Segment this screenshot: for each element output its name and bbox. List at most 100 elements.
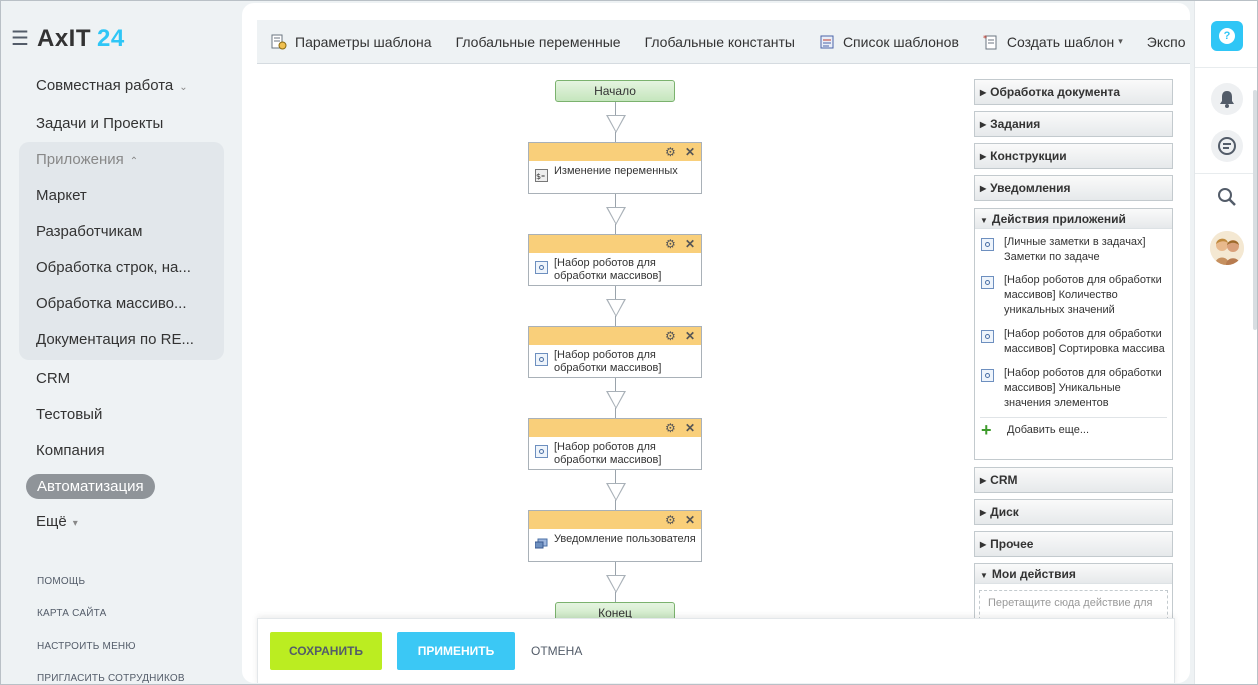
workflow-block[interactable]: ⚙ ✕ [Набор роботов для обработки массиво… (528, 326, 702, 378)
menu-burger-icon[interactable]: ☰ (11, 28, 29, 50)
nav-item-developers[interactable]: Разработчикам (36, 223, 143, 240)
connector-line (615, 500, 616, 510)
section-document-processing[interactable]: ▶Обработка документа (974, 79, 1173, 105)
app-action-icon (535, 261, 548, 274)
block-header: ⚙ ✕ (529, 143, 701, 161)
action-item[interactable]: [Набор роботов для обработки массивов] У… (981, 366, 1169, 411)
action-item[interactable]: [Набор роботов для обработки массивов] К… (981, 273, 1169, 318)
chevron-up-icon: ⌃ (129, 156, 139, 167)
connector-line (615, 408, 616, 418)
nav-item-array-processing[interactable]: Обработка массиво... (36, 295, 187, 312)
global-constants-button[interactable]: Глобальные константы (644, 33, 795, 50)
action-item[interactable]: [Набор роботов для обработки массивов] С… (981, 327, 1169, 357)
nav-item-applications[interactable]: Приложения⌃ (36, 151, 139, 168)
template-settings-icon (271, 34, 287, 50)
plus-icon: + (981, 420, 992, 440)
chat-button[interactable] (1211, 130, 1243, 162)
app-action-icon (981, 330, 994, 343)
section-crm[interactable]: ▶CRM (974, 467, 1173, 493)
template-settings-button[interactable]: Параметры шаблона (271, 34, 432, 50)
triangle-right-icon: ▶ (980, 508, 987, 517)
right-rail: ? (1194, 1, 1257, 684)
block-close-icon[interactable]: ✕ (685, 421, 696, 435)
block-title: Изменение переменных (554, 165, 678, 177)
global-variables-button[interactable]: Глобальные переменные (455, 33, 621, 50)
section-tasks[interactable]: ▶Задания (974, 111, 1173, 137)
template-list-button[interactable]: Список шаблонов (819, 34, 959, 50)
nav-item-automation[interactable]: Автоматизация (26, 474, 155, 499)
triangle-down-icon: ▼ (980, 571, 988, 580)
my-actions-drop-zone[interactable]: Перетащите сюда действие для (979, 590, 1168, 620)
link-sitemap[interactable]: КАРТА САЙТА (37, 608, 107, 619)
triangle-right-icon: ▶ (980, 152, 987, 161)
app-action-icon (981, 369, 994, 382)
workflow-diagram: Начало ⚙ ✕ $= Изменение переменных ⚙ ✕ (257, 65, 972, 624)
scrollbar[interactable] (1253, 90, 1257, 330)
block-close-icon[interactable]: ✕ (685, 329, 696, 343)
link-configure-menu[interactable]: НАСТРОИТЬ МЕНЮ (37, 641, 136, 652)
workflow-block[interactable]: ⚙ ✕ Уведомление пользователя (528, 510, 702, 562)
block-close-icon[interactable]: ✕ (685, 237, 696, 251)
notifications-button[interactable] (1211, 83, 1243, 115)
action-item[interactable]: [Личные заметки в задачах] Заметки по за… (981, 235, 1169, 265)
nav-item-documentation[interactable]: Документация по RE... (36, 331, 194, 348)
section-my-actions-header[interactable]: ▼Мои действия (975, 564, 1172, 584)
section-other[interactable]: ▶Прочее (974, 531, 1173, 557)
cancel-button[interactable]: ОТМЕНА (531, 644, 583, 658)
create-template-button[interactable]: * Создать шаблон▾ (982, 33, 1123, 50)
nav-item-collaboration[interactable]: Совместная работа⌄ (36, 77, 188, 94)
block-header: ⚙ ✕ (529, 511, 701, 529)
block-title: [Набор роботов для обработки массивов] (554, 349, 662, 374)
nav-item-more[interactable]: Ещё▾ (36, 513, 78, 530)
export-button[interactable]: Экспо (1146, 33, 1186, 50)
user-avatar[interactable] (1210, 231, 1244, 265)
apply-button[interactable]: ПРИМЕНИТЬ (397, 632, 515, 670)
section-constructions[interactable]: ▶Конструкции (974, 143, 1173, 169)
nav-item-test[interactable]: Тестовый (36, 406, 103, 423)
save-button[interactable]: СОХРАНИТЬ (270, 632, 382, 670)
nav-item-market[interactable]: Маркет (36, 187, 87, 204)
divider (1195, 67, 1257, 68)
nav-item-company[interactable]: Компания (36, 442, 105, 459)
section-disk[interactable]: ▶Диск (974, 499, 1173, 525)
connector-arrow (606, 299, 626, 317)
svg-text:$: $ (536, 172, 541, 180)
connector-arrow (606, 115, 626, 133)
chat-icon (1218, 137, 1236, 155)
add-more-link[interactable]: + Добавить еще... (981, 420, 1090, 440)
start-node[interactable]: Начало (555, 80, 675, 102)
block-settings-icon[interactable]: ⚙ (665, 145, 676, 159)
divider (980, 417, 1167, 418)
block-title: Уведомление пользователя (554, 533, 696, 545)
help-button[interactable]: ? (1211, 21, 1243, 51)
block-settings-icon[interactable]: ⚙ (665, 237, 676, 251)
app-action-icon (535, 353, 548, 366)
divider (1195, 173, 1257, 174)
block-settings-icon[interactable]: ⚙ (665, 329, 676, 343)
connector-line (615, 102, 616, 116)
apps-group (19, 142, 224, 360)
caret-down-icon: ▾ (72, 518, 78, 529)
workflow-block[interactable]: ⚙ ✕ [Набор роботов для обработки массиво… (528, 418, 702, 470)
block-close-icon[interactable]: ✕ (685, 145, 696, 159)
block-settings-icon[interactable]: ⚙ (665, 513, 676, 527)
nav-item-tasks[interactable]: Задачи и Проекты (36, 115, 164, 132)
link-help[interactable]: ПОМОЩЬ (37, 576, 86, 587)
workflow-block[interactable]: ⚙ ✕ $= Изменение переменных (528, 142, 702, 194)
nav-item-crm[interactable]: CRM (36, 370, 71, 387)
section-app-actions-header[interactable]: ▼Действия приложений (975, 209, 1172, 229)
search-icon[interactable] (1217, 187, 1237, 207)
connector-line (615, 286, 616, 300)
link-invite-employees[interactable]: ПРИГЛАСИТЬ СОТРУДНИКОВ (37, 673, 185, 684)
triangle-right-icon: ▶ (980, 540, 987, 549)
connector-arrow (606, 483, 626, 501)
block-settings-icon[interactable]: ⚙ (665, 421, 676, 435)
workflow-block[interactable]: ⚙ ✕ [Набор роботов для обработки массиво… (528, 234, 702, 286)
section-notifications[interactable]: ▶Уведомления (974, 175, 1173, 201)
block-header: ⚙ ✕ (529, 327, 701, 345)
block-close-icon[interactable]: ✕ (685, 513, 696, 527)
caret-down-icon: ▾ (1118, 36, 1123, 46)
nav-item-string-processing[interactable]: Обработка строк, на... (36, 259, 191, 276)
